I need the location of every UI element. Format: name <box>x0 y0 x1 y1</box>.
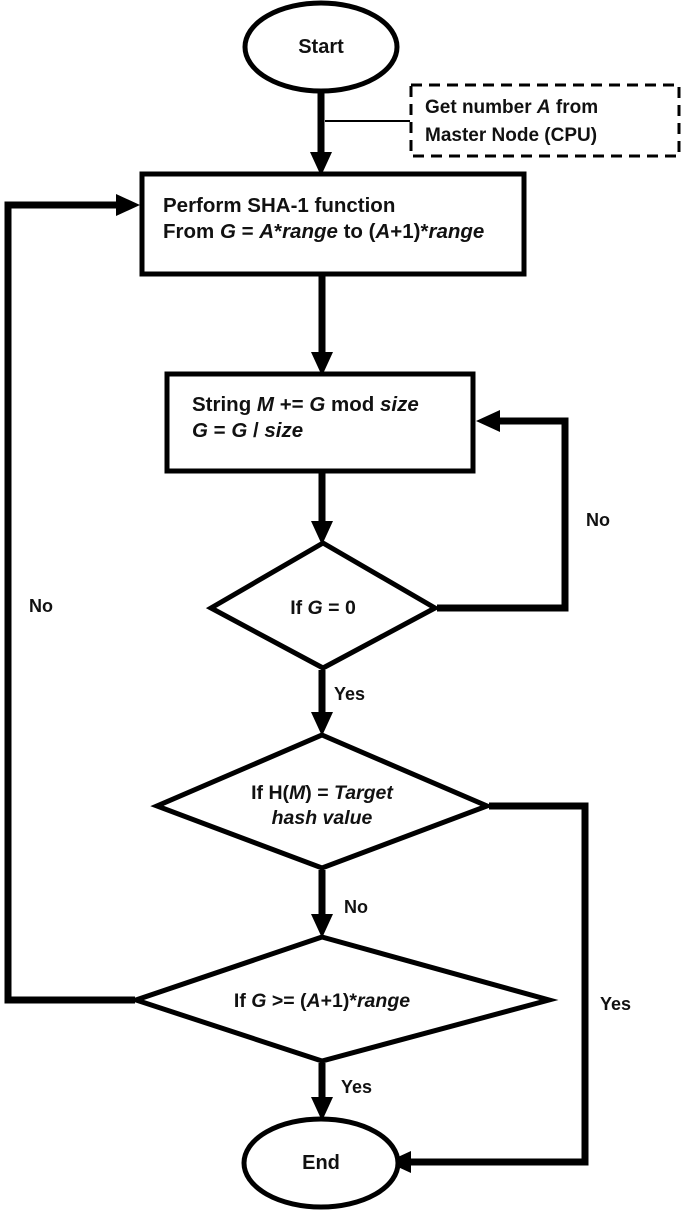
arrowhead-start-to-sha1 <box>310 152 332 176</box>
arrowhead-range-yes-to-end <box>311 1097 333 1121</box>
arrowhead-hash-no <box>311 914 333 938</box>
arrowhead-string-to-gzero <box>311 521 333 545</box>
decision-g-zero-line-1: If G = 0 <box>290 597 356 619</box>
edge-label-hash-yes: Yes <box>600 994 632 1014</box>
connector-gzero-no-loop <box>437 417 569 612</box>
decision-hash-line-2: hash value <box>271 806 373 829</box>
edge-label-loop-left-no: No <box>29 596 53 616</box>
node-end[interactable] <box>241 1116 401 1210</box>
arrowhead-gzero-no-loop <box>476 410 500 432</box>
arrowhead-sha1-to-string <box>311 352 333 376</box>
node-end-label: End <box>302 1152 340 1174</box>
node-decision-hash-match[interactable] <box>150 732 494 871</box>
node-process-sha1[interactable] <box>139 171 527 277</box>
connector-range-no-loop <box>4 201 135 1004</box>
process-string-line-2: G = G / size <box>192 419 304 443</box>
annotation-line-1: Get number A from <box>425 97 599 118</box>
node-annotation-get-number <box>409 83 681 158</box>
connector-hash-yes-to-end <box>403 802 589 1166</box>
edge-label-g-zero-yes: Yes <box>334 684 366 704</box>
edge-label-g-zero-no: No <box>586 510 610 530</box>
arrowhead-gzero-yes <box>311 712 333 736</box>
node-decision-range-end-label: If G >= (A+1)*range <box>202 989 442 1014</box>
edge-label-range-yes: Yes <box>341 1077 373 1097</box>
node-process-sha1-label: Perform SHA-1 function From G = A*range … <box>163 193 523 245</box>
node-decision-g-zero-label: If G = 0 <box>253 596 393 621</box>
node-process-string-label: String M += G mod size G = G / size <box>192 392 482 444</box>
process-sha1-line-2: From G = A*range to (A+1)*range <box>163 220 485 244</box>
process-sha1-line-1: Perform SHA-1 function <box>163 194 396 217</box>
node-decision-range-end[interactable] <box>128 934 559 1064</box>
arrowhead-range-no-loop <box>116 194 140 216</box>
annotation-line-2: Master Node (CPU) <box>425 124 598 146</box>
node-start[interactable] <box>242 0 400 94</box>
process-string-line-1: String M += G mod size <box>192 393 419 416</box>
node-decision-hash-match-label: If H(M) = Target hash value <box>212 781 432 831</box>
decision-hash-line-1: If H(M) = Target <box>251 782 393 804</box>
edge-label-hash-no: No <box>344 897 368 917</box>
node-annotation-get-number-label: Get number A from Master Node (CPU) <box>425 94 675 149</box>
decision-range-line-1: If G >= (A+1)*range <box>233 990 411 1012</box>
node-process-string[interactable] <box>164 371 476 474</box>
node-start-label: Start <box>298 36 344 58</box>
node-decision-g-zero[interactable] <box>205 540 441 671</box>
